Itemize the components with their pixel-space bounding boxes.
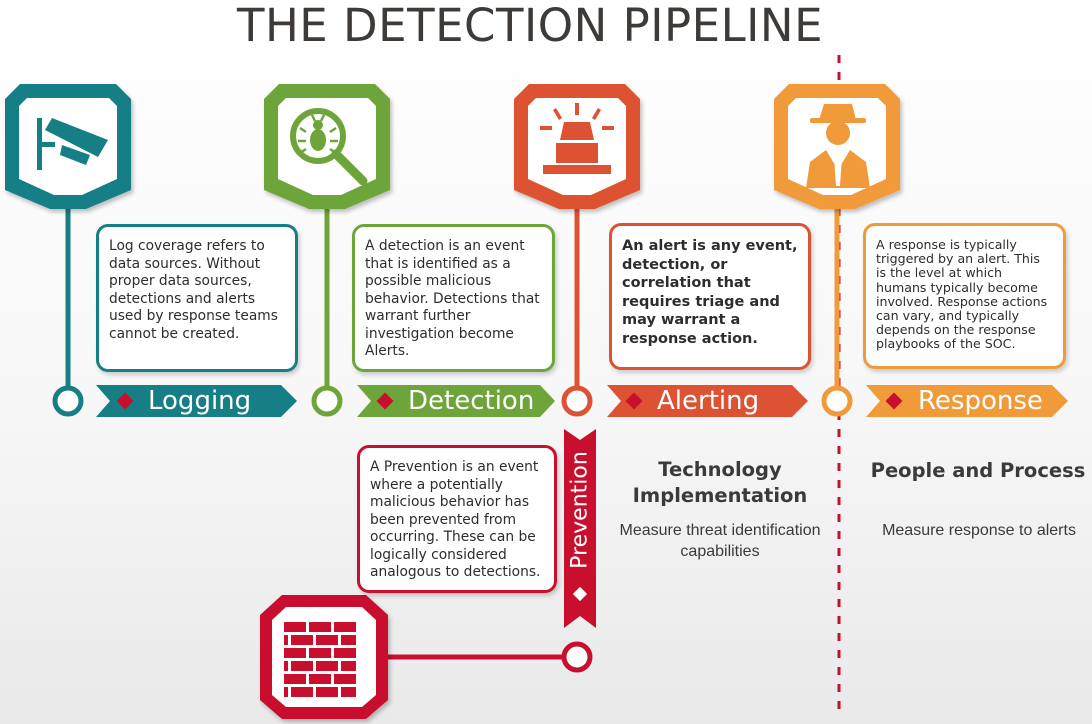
detection-ribbon — [357, 385, 555, 417]
response-description: A response is typically triggered by an … — [863, 223, 1066, 369]
response-label: Response — [918, 386, 1043, 416]
logging-ribbon — [96, 385, 297, 417]
surveillance-camera-icon — [37, 118, 108, 170]
prevention-ribbon-diamond — [572, 586, 588, 602]
analyst-person-icon — [806, 104, 870, 188]
page-title: THE DETECTION PIPELINE — [236, 0, 824, 52]
logging-label: Logging — [148, 386, 252, 416]
prevention-label: Prevention — [567, 451, 593, 569]
response-stage-graphic — [774, 84, 900, 417]
siren-light-icon — [540, 103, 614, 174]
response-ribbon-diamond — [885, 392, 903, 410]
logging-ribbon-diamond — [116, 392, 134, 410]
bug-magnifier-icon — [290, 108, 368, 186]
prevention-ribbon — [564, 429, 596, 628]
technology-heading: Technology Implementation — [632, 458, 808, 507]
response-ribbon — [866, 385, 1068, 417]
prevention-branch-graphic — [260, 429, 596, 719]
alerting-label: Alerting — [657, 386, 760, 416]
detection-description: A detection is an event that is identifi… — [352, 224, 555, 372]
people-subtext: Measure response to alerts — [882, 522, 1076, 539]
technology-subtext: Measure threat identification capabiliti… — [619, 522, 821, 560]
alerting-stage-graphic — [514, 84, 640, 417]
detection-stage-graphic — [264, 84, 390, 417]
detection-ribbon-diamond — [376, 392, 394, 410]
firewall-brick-icon — [284, 622, 356, 697]
alerting-description: An alert is any event, detection, or cor… — [609, 223, 811, 370]
alerting-ribbon-diamond — [625, 392, 643, 410]
alerting-ribbon — [607, 385, 808, 417]
logging-description: Log coverage refers to data sources. Wit… — [96, 224, 298, 372]
people-heading: People and Process — [870, 459, 1086, 482]
prevention-description: A Prevention is an event where a potenti… — [357, 445, 557, 593]
logging-stage-graphic — [5, 84, 131, 417]
stage-ribbons — [96, 385, 1068, 417]
detection-label: Detection — [408, 386, 535, 416]
